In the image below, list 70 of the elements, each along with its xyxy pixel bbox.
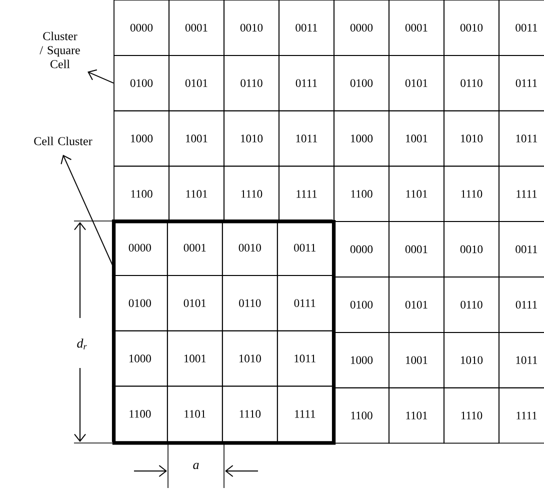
grid-cell: 1100 [114, 166, 170, 222]
grid-cell: 1111 [498, 387, 544, 444]
grid-cell: 1100 [112, 386, 168, 442]
grid-cell: 1001 [168, 110, 224, 167]
grid-cell: 1000 [334, 110, 390, 167]
grid-cell: 0110 [444, 276, 500, 333]
grid-cell: 0111 [498, 276, 544, 333]
grid-cell: 0010 [444, 221, 500, 278]
grid-cell: 1001 [388, 110, 444, 167]
grid-cell: 0110 [224, 54, 280, 112]
grid-cell: 0100 [334, 54, 390, 112]
grid-cell: 0001 [168, 0, 224, 56]
grid-cell: 0100 [334, 276, 390, 333]
dimension-label: d$_{r}$ [77, 338, 87, 350]
grid-cell: 1010 [444, 332, 500, 388]
grid-cell: 0011 [498, 0, 544, 56]
grid-cell: 1010 [224, 110, 280, 167]
callout-label: Cluster / Square Cell [40, 32, 80, 68]
grid-cell: 0000 [112, 220, 168, 276]
grid-cell: 1110 [224, 166, 280, 222]
grid-cell: 1110 [222, 386, 278, 442]
grid-cell: 1011 [498, 332, 544, 388]
grid-cell: 1000 [114, 110, 170, 167]
grid-cell: 1111 [278, 166, 334, 222]
grid-cell: 0011 [276, 220, 333, 276]
grid-cell: 1000 [112, 330, 168, 387]
grid-cell: 0011 [498, 221, 544, 278]
grid-cell: 1001 [388, 332, 444, 388]
arrow [60, 154, 113, 266]
grid-cell: 1101 [168, 166, 224, 222]
grid-cell: 0111 [278, 54, 334, 112]
grid-cell: 1110 [444, 166, 500, 222]
grid-cell: 0010 [222, 220, 278, 276]
grid-cell: 1011 [276, 330, 333, 387]
grid-cell: 1000 [334, 332, 390, 388]
grid-cell: 0010 [224, 0, 280, 56]
grid-cell: 1001 [166, 330, 223, 387]
grid-cell: 0000 [334, 0, 390, 56]
dimension-label: a [193, 462, 199, 470]
grid-cell: 0101 [168, 54, 224, 112]
grid-cell: 0000 [334, 221, 390, 278]
grid-cell: 0001 [388, 221, 444, 278]
grid-cell: 1010 [222, 330, 278, 387]
grid-cell: 0111 [498, 54, 544, 112]
grid-cell: 0111 [276, 274, 333, 332]
grid-cell: 1100 [334, 387, 390, 444]
grid-cell: 1111 [498, 166, 544, 222]
grid-cell: 1100 [334, 166, 390, 222]
arrow [88, 69, 114, 84]
grid-cell: 1011 [498, 110, 544, 167]
grid-cell: 0101 [166, 274, 223, 332]
grid-cell: 0110 [444, 54, 500, 112]
grid-cell: 1101 [388, 166, 444, 222]
grid-cell: 0110 [222, 274, 278, 332]
grid-cell: 0001 [388, 0, 444, 56]
grid-cell: 0100 [114, 54, 170, 112]
grid-cell: 0000 [114, 0, 170, 56]
grid-cell: 1110 [444, 387, 500, 444]
grid-cell: 0001 [166, 220, 223, 276]
grid-cell: 1010 [444, 110, 500, 167]
grid-cell: 1111 [276, 386, 333, 442]
grid-cell: 1101 [166, 386, 223, 442]
grid-cell: 0101 [388, 276, 444, 333]
grid-cell: 0010 [444, 0, 500, 56]
grid-cell: 0101 [388, 54, 444, 112]
grid-cell: 1101 [388, 387, 444, 444]
callout-label: Cell Cluster [34, 136, 92, 146]
grid-cell: 1011 [278, 110, 334, 167]
grid-cell: 0100 [112, 274, 168, 332]
grid-cell: 0011 [278, 0, 334, 56]
